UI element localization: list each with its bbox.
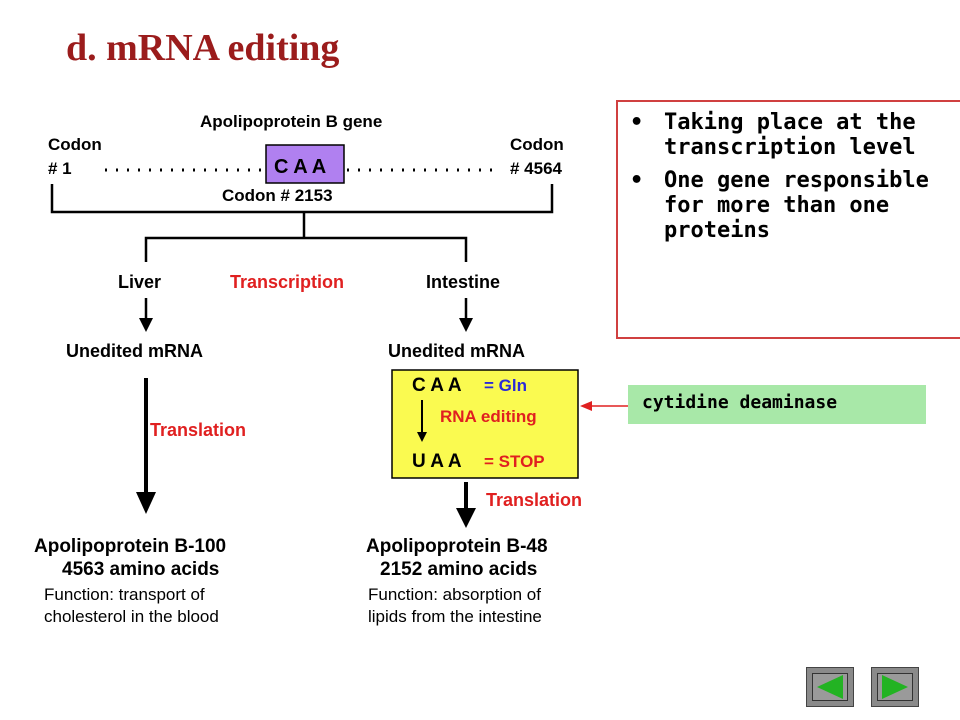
triangle-left-icon — [817, 675, 843, 699]
protein-left-function-2: cholesterol in the blood — [44, 607, 219, 626]
previous-slide-button[interactable] — [806, 667, 854, 707]
triangle-right-icon — [882, 675, 908, 699]
unedited-mrna-right: Unedited mRNA — [388, 341, 525, 361]
codon-right-number: # 4564 — [510, 159, 563, 178]
left-translation-arrow-head — [136, 492, 156, 514]
protein-right-length: 2152 amino acids — [380, 559, 537, 580]
bullet-item: • Taking place at the transcription level — [618, 110, 960, 160]
liver-arrow-head — [139, 318, 153, 332]
protein-left-name: Apolipoprotein B-100 — [34, 536, 226, 557]
uaa-codon: U A A — [412, 451, 462, 472]
intestine-label: Intestine — [426, 272, 500, 292]
protein-left-length: 4563 amino acids — [62, 559, 219, 580]
page-title: d. mRNA editing — [66, 27, 340, 69]
codon-left-number: # 1 — [48, 159, 72, 178]
key-points-list: • Taking place at the transcription level… — [618, 102, 960, 243]
bullet-text: One gene responsible for more than one p… — [664, 168, 929, 243]
gene-bracket — [50, 184, 554, 214]
gln-label: = Gln — [484, 376, 527, 395]
translation-left-label: Translation — [150, 420, 246, 440]
editing-arrow-head — [417, 432, 427, 442]
transcription-label: Transcription — [230, 272, 344, 292]
enzyme-label: cytidine deaminase — [628, 385, 926, 424]
codon-right-label: Codon — [510, 135, 564, 154]
gene-codon-box-text: C A A — [274, 156, 326, 178]
enzyme-pointer-head — [580, 401, 592, 411]
protein-right-name: Apolipoprotein B-48 — [366, 536, 548, 557]
stop-label: = STOP — [484, 452, 545, 471]
bullet-item: • One gene responsible for more than one … — [618, 168, 960, 243]
caa-codon: C A A — [412, 375, 462, 396]
gene-codon-box — [265, 144, 345, 184]
unedited-mrna-left: Unedited mRNA — [66, 341, 203, 361]
right-translation-arrow-head — [456, 508, 476, 528]
translation-right-label: Translation — [486, 490, 582, 510]
intestine-arrow-head — [459, 318, 473, 332]
bullet-dot-icon: • — [630, 110, 644, 135]
rna-editing-label: RNA editing — [440, 407, 537, 426]
split-branch — [144, 236, 468, 262]
previous-slide-button-face — [812, 673, 848, 701]
bullet-text: Taking place at the transcription level — [664, 110, 916, 160]
protein-left-function-1: Function: transport of — [44, 585, 205, 604]
protein-right-function-2: lipids from the intestine — [368, 607, 542, 626]
codon-left-label: Codon — [48, 135, 102, 154]
gene-title: Apolipoprotein B gene — [200, 112, 382, 131]
key-points-box: • Taking place at the transcription level… — [616, 100, 960, 339]
liver-label: Liver — [118, 272, 161, 292]
codon-middle-label: Codon # 2153 — [222, 186, 333, 205]
next-slide-button[interactable] — [871, 667, 919, 707]
bullet-dot-icon: • — [630, 168, 644, 193]
next-slide-button-face — [877, 673, 913, 701]
protein-right-function-1: Function: absorption of — [368, 585, 541, 604]
